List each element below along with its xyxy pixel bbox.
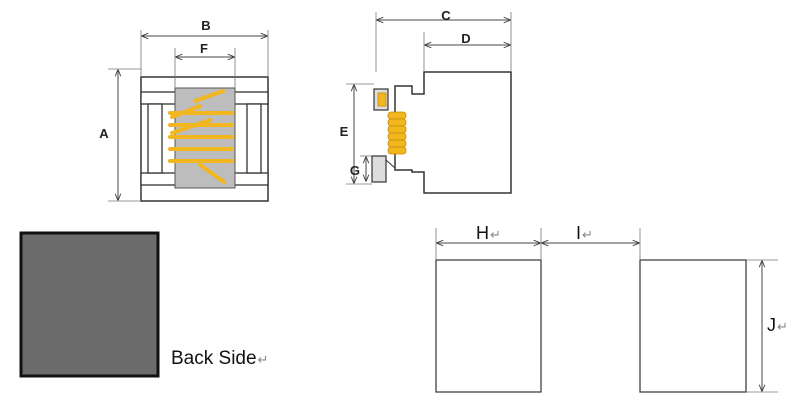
label-a: A: [99, 126, 109, 141]
label-c: C: [441, 8, 451, 23]
label-b: B: [201, 18, 210, 33]
svg-text:J↵: J↵: [767, 315, 788, 335]
label-f: F: [200, 41, 208, 56]
side-view: C D E G: [340, 8, 512, 194]
label-e: E: [340, 124, 349, 139]
svg-text:I↵: I↵: [576, 223, 593, 243]
label-h: H: [476, 223, 489, 243]
return-mark-j: ↵: [777, 319, 788, 334]
label-i: I: [576, 223, 581, 243]
left-pad: [435, 259, 542, 393]
back-side-square: [19, 231, 160, 378]
side-winding: [387, 111, 407, 155]
label-d: D: [461, 31, 470, 46]
return-mark-h: ↵: [490, 227, 501, 242]
svg-text:H↵: H↵: [476, 223, 501, 243]
back-side-view: Back Side↵: [19, 231, 268, 378]
right-pad: [639, 259, 747, 393]
label-g: G: [350, 163, 360, 178]
svg-text:Back Side↵: Back Side↵: [171, 348, 268, 369]
back-side-label: Back Side: [171, 348, 257, 369]
return-mark-back: ↵: [258, 352, 269, 367]
side-view-body: [394, 71, 512, 194]
top-view: B F A: [99, 18, 269, 202]
label-j: J: [767, 315, 776, 335]
winding: [168, 89, 234, 184]
return-mark-i: ↵: [582, 227, 593, 242]
land-pattern: H↵ I↵ J↵: [435, 223, 788, 393]
